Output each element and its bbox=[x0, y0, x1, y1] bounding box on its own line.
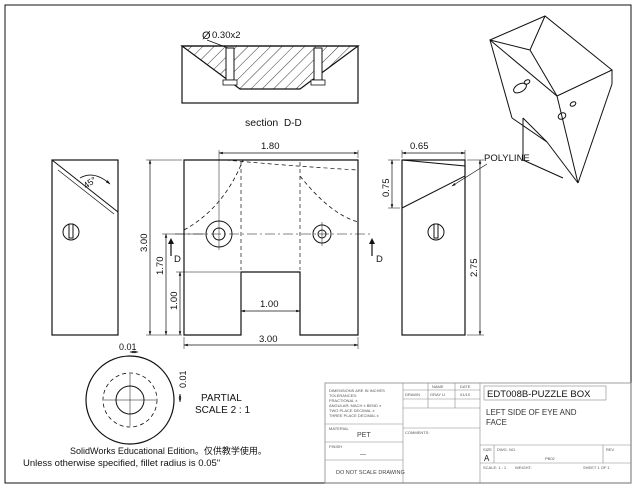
tb-drawing-title: EDT008B-PUZZLE BOX bbox=[487, 389, 591, 400]
right-dim-top: 0.65 bbox=[410, 141, 429, 152]
isometric-view bbox=[489, 15, 613, 184]
tb-note-1: TOLERANCES: bbox=[329, 393, 357, 398]
right-dim-height: 2.75 bbox=[469, 259, 480, 278]
section-hatch bbox=[180, 45, 360, 90]
tb-drawn-name: GRAY LI bbox=[430, 392, 445, 397]
tb-drawn-date: 01/10 bbox=[460, 392, 471, 397]
tb-size: A bbox=[484, 454, 490, 463]
tb-dwg-no: PB02 bbox=[545, 456, 556, 461]
front-view: 1.80 3.00 1.70 1.00 1.00 3.00 D D bbox=[139, 141, 383, 349]
tb-name-header: NAME bbox=[432, 384, 444, 389]
front-dim-slot-height: 1.00 bbox=[169, 292, 180, 311]
front-dim-top: 1.80 bbox=[261, 141, 280, 152]
fillet-note: Unless otherwise specified, fillet radiu… bbox=[23, 458, 221, 469]
tb-dwg-no-label: DWG. NO. bbox=[497, 447, 516, 452]
tb-drawn-label: DRAWN bbox=[405, 392, 420, 397]
tb-finish-label: FINISH bbox=[329, 444, 342, 449]
section-title: section bbox=[245, 117, 278, 129]
tb-finish-value: — bbox=[360, 452, 366, 458]
left-view-outline bbox=[51, 159, 119, 336]
tb-sheet-label: SHEET 1 OF 1 bbox=[583, 465, 610, 470]
tb-size-label: SIZE bbox=[483, 447, 492, 452]
tb-drawing-subtitle-2: FACE bbox=[486, 418, 507, 427]
tb-scale-label: SCALE: 1 : 1 bbox=[483, 465, 507, 470]
title-block-frame bbox=[324, 382, 632, 484]
section-cut-label-left: D bbox=[174, 254, 181, 265]
tb-drawing-subtitle-1: LEFT SIDE OF EYE AND bbox=[486, 408, 577, 417]
front-dim-overall-width: 3.00 bbox=[259, 334, 278, 345]
detail-scale: SCALE 2 : 1 bbox=[195, 405, 250, 416]
tb-material: PET bbox=[357, 432, 371, 439]
tb-date-header: DATE bbox=[460, 384, 471, 389]
tb-note-3: ANGULAR: MACH ± BEND ± bbox=[329, 403, 382, 408]
right-side-view: 0.65 0.75 2.75 POLYLINE bbox=[381, 141, 530, 336]
section-hole-left bbox=[225, 47, 235, 81]
section-cut-label-right: D bbox=[376, 254, 383, 265]
section-view: Ø 0.30x2 section D-D bbox=[180, 30, 360, 129]
title-block: DIMENSIONS ARE IN INCHES TOLERANCES: FRA… bbox=[324, 382, 632, 484]
tb-rev-label: REV bbox=[606, 447, 615, 452]
polyline-label: POLYLINE bbox=[484, 153, 530, 164]
tb-do-not-scale: DO NOT SCALE DRAWING bbox=[336, 470, 405, 476]
left-side-view: 45° bbox=[51, 159, 119, 336]
section-hole-callout: 0.30x2 bbox=[212, 30, 241, 41]
detail-label: PARTIAL bbox=[201, 393, 242, 404]
left-view-angle: 45° bbox=[81, 174, 98, 190]
section-hole-right bbox=[313, 47, 323, 81]
tb-note-0: DIMENSIONS ARE IN INCHES bbox=[329, 388, 385, 393]
sheet-border bbox=[4, 4, 632, 484]
front-view-outline bbox=[183, 159, 359, 336]
detail-view: 0.01 0.01 PARTIAL SCALE 2 : 1 bbox=[85, 342, 250, 445]
right-view-outline bbox=[401, 159, 466, 336]
watermark-text: SolidWorks Educational Edition。仅供教学使用。 bbox=[70, 446, 267, 456]
diameter-symbol: Ø bbox=[202, 30, 211, 42]
tb-comments-label: COMMENTS: bbox=[405, 430, 429, 435]
detail-dim-top: 0.01 bbox=[119, 342, 137, 352]
front-dim-hole-height: 1.70 bbox=[155, 257, 166, 276]
right-dim-chamfer: 0.75 bbox=[381, 179, 392, 198]
section-title-letters: D-D bbox=[284, 118, 302, 129]
front-dim-slot-width: 1.00 bbox=[260, 299, 279, 310]
tb-note-5: THREE PLACE DECIMAL ± bbox=[329, 413, 380, 418]
tb-material-label: MATERIAL bbox=[329, 426, 349, 431]
tb-note-4: TWO PLACE DECIMAL ± bbox=[329, 408, 375, 413]
detail-dim-side: 0.01 bbox=[178, 370, 188, 388]
tb-weight-label: WEIGHT: bbox=[515, 465, 532, 470]
front-dim-overall-height: 3.00 bbox=[139, 234, 150, 253]
tb-note-2: FRACTIONAL ± bbox=[329, 398, 358, 403]
